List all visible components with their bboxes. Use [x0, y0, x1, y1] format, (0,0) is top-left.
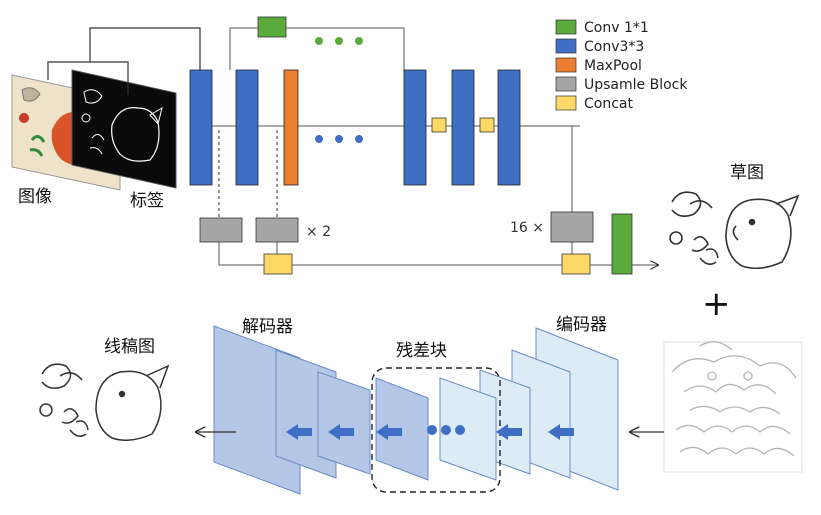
- repeat-times-16: 16 ×: [510, 220, 544, 236]
- encoder-caption: 编码器: [556, 315, 607, 335]
- legend-swatch-conv3: [555, 38, 577, 54]
- concat-block-4: [561, 253, 591, 275]
- residual-plane-2: [439, 377, 497, 481]
- decoder-caption: 解码器: [242, 317, 293, 337]
- concat-block-3: [263, 253, 293, 275]
- legend: Conv 1*1 Conv3*3 MaxPool Upsamle Block C…: [555, 19, 688, 112]
- legend-swatch-conv1: [555, 19, 577, 35]
- decoder-plane-3: [317, 371, 371, 475]
- image-bracket: [47, 61, 129, 95]
- conv3-block-enc-1: [189, 69, 213, 186]
- flow-arrows: [286, 424, 574, 440]
- image-caption: 图像: [18, 187, 52, 207]
- residual-caption: 残差块: [396, 341, 447, 361]
- middle-dots: [315, 135, 363, 143]
- conv1-block-top: [257, 16, 287, 38]
- upsample-block-1: [199, 217, 243, 243]
- legend-label-conv3: Conv3*3: [584, 39, 644, 55]
- plus-sign: +: [702, 284, 731, 324]
- label-image-panel: [71, 69, 177, 189]
- concat-block-2: [479, 117, 495, 133]
- conv3-block-dec-1: [403, 69, 427, 186]
- top-dots: [315, 37, 363, 45]
- residual-dots: [427, 425, 465, 435]
- label-caption: 标签: [130, 191, 164, 211]
- conv1-block-output: [611, 213, 633, 275]
- sketch-caption: 草图: [730, 163, 764, 183]
- maxpool-block: [283, 69, 299, 186]
- legend-swatch-upsample: [555, 76, 577, 92]
- repeat-times-2: × 2: [306, 224, 331, 240]
- legend-label-concat: Concat: [584, 96, 633, 112]
- conv3-block-dec-3: [497, 69, 521, 186]
- input-connector: [89, 27, 201, 70]
- upsample-block-2: [255, 217, 299, 243]
- dragon-input-image: [663, 341, 803, 473]
- legend-label-maxpool: MaxPool: [584, 58, 642, 74]
- legend-label-upsample: Upsamle Block: [584, 77, 688, 93]
- concat-block-1: [431, 117, 447, 133]
- legend-label-conv1: Conv 1*1: [584, 20, 649, 36]
- legend-swatch-maxpool: [555, 57, 577, 73]
- lineart-output-image: [39, 363, 170, 441]
- conv3-block-dec-2: [451, 69, 475, 186]
- upsample-block-3: [550, 211, 594, 243]
- residual-block-box: [371, 367, 501, 493]
- legend-swatch-concat: [555, 95, 577, 111]
- conv3-block-enc-2: [235, 69, 259, 186]
- sketch-image: [669, 191, 800, 270]
- top-skip-line: [229, 27, 405, 70]
- lineart-caption: 线稿图: [104, 337, 155, 357]
